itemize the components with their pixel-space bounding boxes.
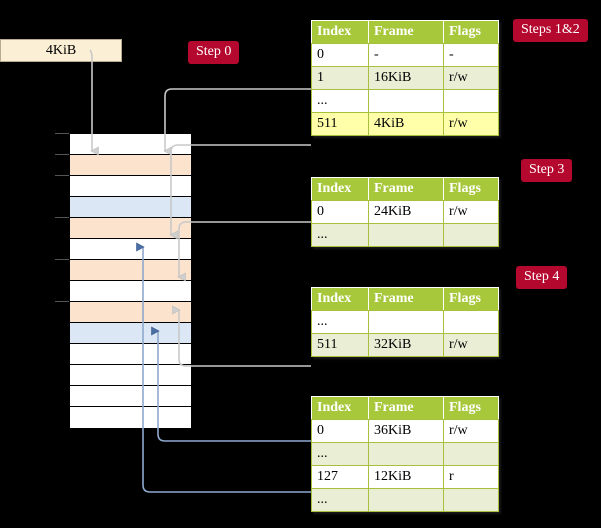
table-cell: r xyxy=(443,465,499,489)
link-l1-idx511-to-frame xyxy=(169,144,311,240)
table-cell: ... xyxy=(311,310,369,334)
memory-scale-tick xyxy=(55,259,69,260)
memory-frame-row xyxy=(70,407,191,428)
column-header-flags: Flags xyxy=(443,20,499,44)
memory-frame-row xyxy=(70,134,191,155)
table-cell xyxy=(368,442,444,466)
memory-scale-tick xyxy=(55,217,69,218)
table-cell: 32KiB xyxy=(368,333,444,357)
table-cell: 4KiB xyxy=(368,112,444,136)
memory-frame-row xyxy=(70,386,191,407)
table-cell: 36KiB xyxy=(368,419,444,443)
step-0-label: Step 0 xyxy=(188,41,240,64)
table-cell: 511 xyxy=(311,112,369,136)
table-cell: ... xyxy=(311,223,369,247)
memory-frame-row xyxy=(70,218,191,239)
memory-frame-row xyxy=(70,197,191,218)
memory-scale-tick xyxy=(55,133,69,134)
table-row: ... xyxy=(311,310,499,334)
memory-scale-tick xyxy=(55,301,69,302)
column-header-index: Index xyxy=(311,20,369,44)
table-cell: r/w xyxy=(443,200,499,224)
memory-frame-row xyxy=(70,155,191,176)
table-row: ... xyxy=(311,89,499,113)
table-cell xyxy=(443,223,499,247)
table-cell: ... xyxy=(311,442,369,466)
physical-memory-column xyxy=(69,133,191,428)
step-4-label: Step 4 xyxy=(516,266,568,289)
table-cell: 16KiB xyxy=(368,66,444,90)
mem-size-box: 4KiB xyxy=(0,39,122,62)
memory-frame-row xyxy=(70,344,191,365)
column-header-flags: Flags xyxy=(443,287,499,311)
table-cell: ... xyxy=(311,89,369,113)
memory-scale-tick xyxy=(55,154,69,155)
table-cell: - xyxy=(368,43,444,67)
table-cell xyxy=(368,488,444,512)
table-cell: 24KiB xyxy=(368,200,444,224)
table-row: ... xyxy=(311,488,499,512)
table-cell xyxy=(443,488,499,512)
memory-frame-row xyxy=(70,281,191,302)
table-cell: 12KiB xyxy=(368,465,444,489)
link-l2-idx0-to-frame xyxy=(177,221,311,282)
table-row: 0-- xyxy=(311,43,499,67)
memory-frame-row xyxy=(70,323,191,344)
table-cell: r/w xyxy=(443,66,499,90)
table-cell xyxy=(368,223,444,247)
column-header-frame: Frame xyxy=(368,20,444,44)
steps-1-2-label: Steps 1&2 xyxy=(513,19,588,42)
table-cell: 0 xyxy=(311,200,369,224)
table-cell xyxy=(443,310,499,334)
column-header-index: Index xyxy=(311,396,369,420)
table-cell: r/w xyxy=(443,419,499,443)
step-3-label: Step 3 xyxy=(521,159,573,182)
column-header-frame: Frame xyxy=(368,396,444,420)
memory-scale-tick xyxy=(55,175,69,176)
column-header-flags: Flags xyxy=(443,396,499,420)
table-cell xyxy=(443,442,499,466)
table-cell: - xyxy=(443,43,499,67)
link-l3-idx511-to-frame xyxy=(172,305,311,367)
column-header-index: Index xyxy=(311,177,369,201)
table-cell: 0 xyxy=(311,43,369,67)
column-header-flags: Flags xyxy=(443,177,499,201)
column-header-frame: Frame xyxy=(368,177,444,201)
table-cell: 1 xyxy=(311,66,369,90)
column-header-frame: Frame xyxy=(368,287,444,311)
memory-frame-row xyxy=(70,365,191,386)
column-header-index: Index xyxy=(311,287,369,311)
memory-frame-row xyxy=(70,176,191,197)
memory-frame-row xyxy=(70,260,191,281)
table-cell xyxy=(443,89,499,113)
table-cell: ... xyxy=(311,488,369,512)
memory-frame-row xyxy=(70,302,191,323)
table-cell: 511 xyxy=(311,333,369,357)
table-cell xyxy=(368,310,444,334)
table-cell: r/w xyxy=(443,333,499,357)
table-row: ... xyxy=(311,223,499,247)
table-row: ... xyxy=(311,442,499,466)
table-cell: 127 xyxy=(311,465,369,489)
table-cell: 0 xyxy=(311,419,369,443)
memory-frame-row xyxy=(70,239,191,260)
table-cell: r/w xyxy=(443,112,499,136)
table-cell xyxy=(368,89,444,113)
